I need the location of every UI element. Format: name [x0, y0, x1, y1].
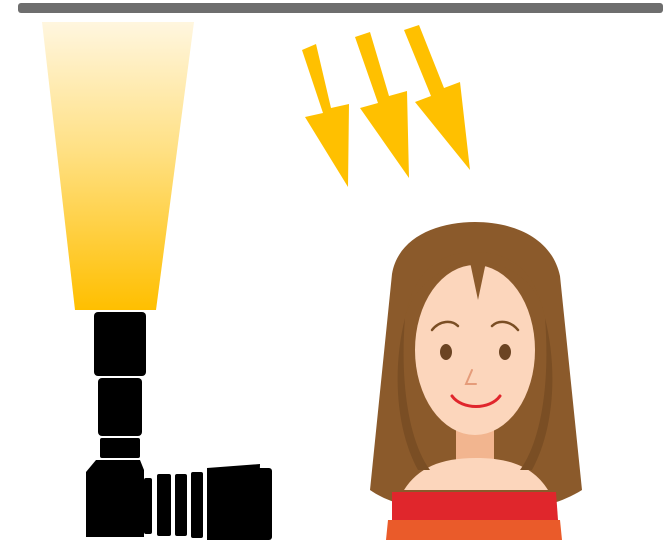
face [415, 265, 535, 435]
camera-icon [86, 312, 272, 540]
flash-light-beam [42, 22, 194, 310]
light-arrow [355, 32, 409, 178]
eye-right [499, 344, 511, 360]
light-arrows [302, 25, 470, 187]
light-arrow [302, 44, 349, 187]
top [392, 492, 558, 520]
woman-portrait-icon [370, 222, 582, 540]
ceiling-bar [18, 3, 663, 13]
light-arrow [404, 25, 470, 170]
eye-left [440, 344, 452, 360]
